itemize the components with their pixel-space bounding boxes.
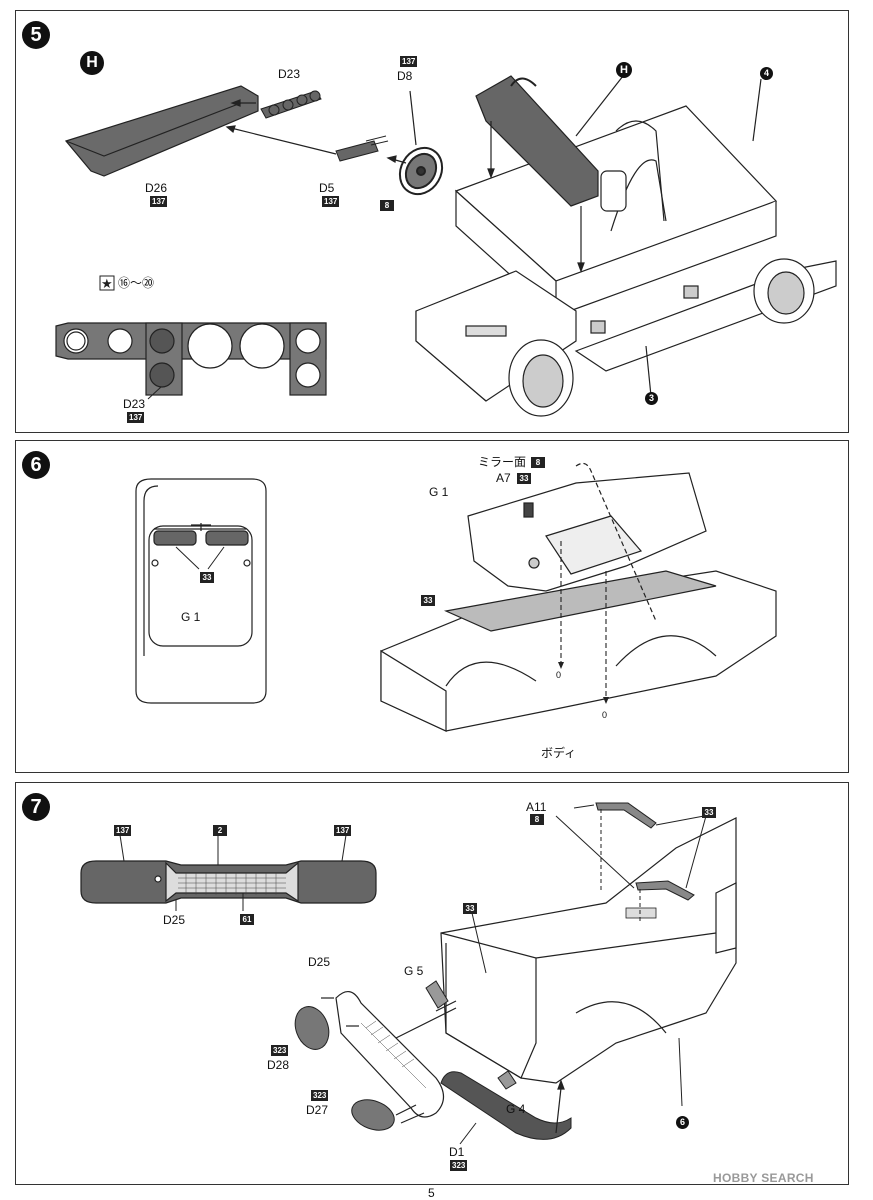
step-number: 5 <box>22 21 50 49</box>
gauge-cluster-part <box>260 90 322 119</box>
code-a11-paint: 33 <box>702 807 716 818</box>
code-d27: 323 <box>311 1090 329 1101</box>
label-zero-1: 0 <box>556 670 562 680</box>
step-6-drawing <box>135 462 777 732</box>
code-gauge: 137 <box>127 412 145 423</box>
step-7-drawing <box>80 802 737 1145</box>
grille-part <box>335 991 445 1118</box>
label-g5: G 5 <box>404 964 424 978</box>
label-a7: A7 <box>496 471 511 485</box>
code-d28: 323 <box>271 1045 289 1056</box>
code-d5: 137 <box>322 196 340 207</box>
code-a11: 8 <box>530 814 544 825</box>
code-right: 137 <box>334 825 352 836</box>
subassembly-h-ref: H <box>616 62 632 78</box>
code-d26: 137 <box>150 196 168 207</box>
svg-text:★: ★ <box>101 277 113 292</box>
ref-step-3: 3 <box>645 392 658 405</box>
installed-dashboard <box>475 75 599 207</box>
car-body-front <box>440 817 737 1084</box>
roof-top-view <box>135 478 267 704</box>
label-d27: D27 <box>306 1103 329 1117</box>
step-5-drawing: ★ <box>55 75 837 417</box>
code-grille: 61 <box>240 914 254 925</box>
column-part-d5 <box>335 135 389 162</box>
label-range: ⑯～⑳ <box>118 276 155 290</box>
chassis-assembly <box>415 105 837 417</box>
step-7-panel: 7 <box>15 782 849 1185</box>
code-hood: 33 <box>463 903 477 914</box>
watermark: HOBBY SEARCH <box>713 1171 814 1185</box>
step-6-panel: 6 <box>15 440 849 773</box>
code-top: 33 <box>200 572 214 583</box>
code-mid: 2 <box>213 825 227 836</box>
dashboard-part <box>64 85 259 177</box>
label-d28: D28 <box>267 1058 290 1072</box>
label-d25b: D25 <box>308 955 331 969</box>
label-gauge-d23: D23 <box>123 397 146 411</box>
label-d25: D25 <box>163 913 186 927</box>
code-left: 137 <box>114 825 132 836</box>
label-g1: G 1 <box>429 485 449 499</box>
label-zero-2: 0 <box>602 710 608 720</box>
label-mirror: ミラー面 <box>478 455 527 469</box>
label-d26: D26 <box>145 181 168 195</box>
label-d23: D23 <box>278 67 301 81</box>
step-5-panel: 5 H <box>15 10 849 433</box>
step-number: 7 <box>22 793 50 821</box>
body-shell <box>380 462 777 732</box>
label-d8: D8 <box>397 69 413 83</box>
label-a11: A11 <box>526 800 547 814</box>
page-number: 5 <box>428 1186 435 1200</box>
label-body: ボディ <box>541 746 577 760</box>
label-d5: D5 <box>319 181 335 195</box>
label-top-g1: G 1 <box>181 610 201 624</box>
label-d1: D1 <box>449 1145 465 1159</box>
steering-wheel-part <box>398 146 444 196</box>
code-d1: 323 <box>450 1160 468 1171</box>
ref-step-4: 4 <box>760 67 773 80</box>
code-body: 33 <box>421 595 435 606</box>
code-d8: 137 <box>400 56 418 67</box>
step-number: 6 <box>22 451 50 479</box>
gauge-panel-detail <box>55 322 327 396</box>
code-a7: 33 <box>517 473 531 484</box>
code-mirror: 8 <box>531 457 545 468</box>
star-box <box>99 275 115 291</box>
front-panel-detail <box>80 860 377 904</box>
code-wheel: 8 <box>380 200 394 211</box>
ref-step-6: 6 <box>676 1116 689 1129</box>
subassembly-h-badge: H <box>80 51 104 75</box>
label-g4: G 4 <box>506 1102 526 1116</box>
